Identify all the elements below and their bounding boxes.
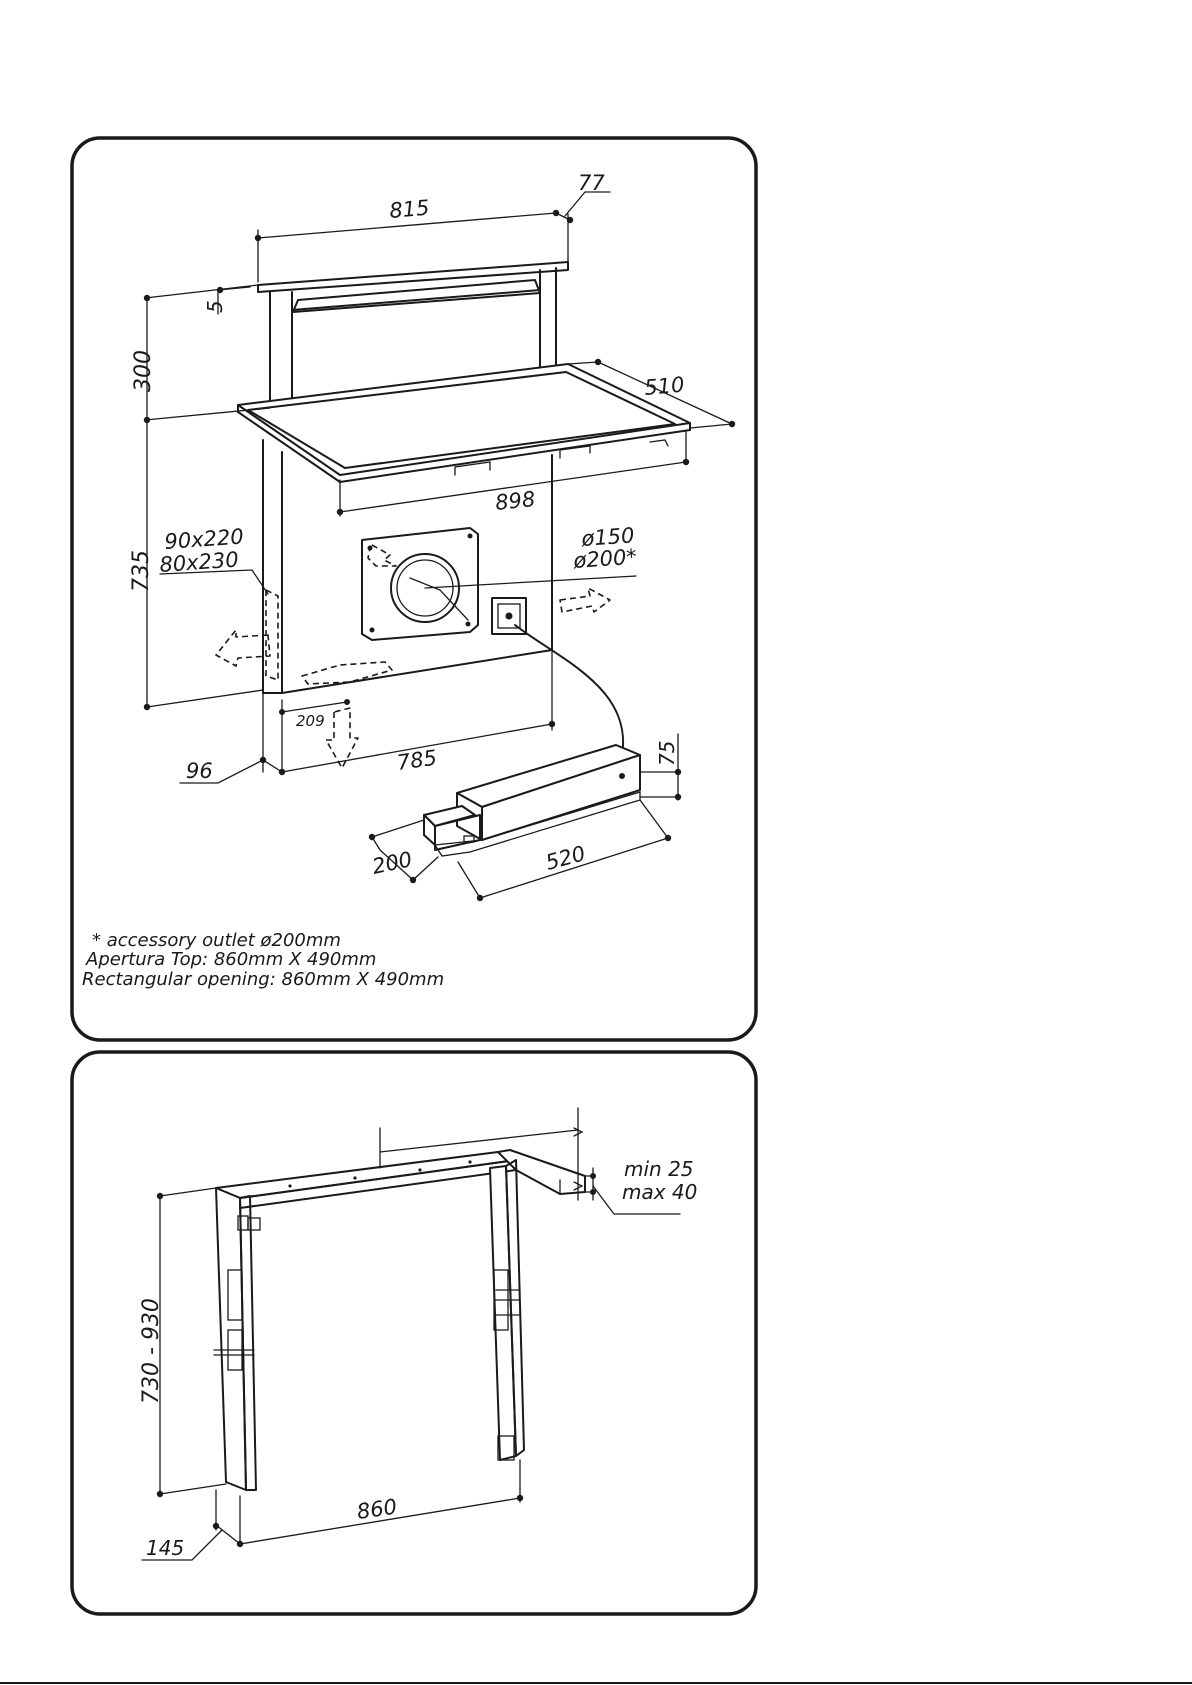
dim-height-range: 730 - 930 — [139, 1298, 164, 1404]
dim-510: 510 — [643, 373, 685, 400]
arrow-right-icon — [560, 588, 610, 612]
dim-max-40: max 40 — [622, 1180, 697, 1204]
dim-145: 145 — [146, 1536, 184, 1560]
dim-898: 898 — [494, 487, 536, 515]
power-cable — [515, 625, 623, 765]
dim-min-25: min 25 — [624, 1157, 694, 1181]
airflow-arrows — [216, 545, 610, 768]
top-panel: 815 77 5 300 510 898 735 90x220 80x230 ø… — [72, 138, 756, 1040]
note-apertura-top: Apertura Top: 860mm X 490mm — [85, 949, 376, 970]
dim-opening-b: 80x230 — [159, 548, 240, 577]
hood-body — [263, 440, 552, 693]
dim-75: 75 — [655, 741, 679, 766]
dim-300: 300 — [131, 350, 156, 392]
note-rectangular-opening: Rectangular opening: 860mm X 490mm — [82, 969, 444, 990]
dim-520: 520 — [543, 841, 588, 875]
bottom-panel-frame — [72, 1052, 756, 1614]
dim-77: 77 — [578, 171, 605, 195]
mounting-frame — [214, 1150, 585, 1490]
dim-209: 209 — [296, 712, 325, 730]
bottom-panel: 730 - 930 min 25 max 40 145 860 — [72, 1052, 756, 1614]
dim-5: 5 — [203, 300, 227, 313]
note-accessory-outlet: * accessory outlet ø200mm — [92, 930, 341, 951]
dim-outlet-b: ø200* — [572, 545, 638, 573]
dim-815: 815 — [388, 196, 430, 223]
dim-96: 96 — [186, 759, 213, 783]
hood-worktop-frame — [238, 364, 690, 482]
dim-200: 200 — [370, 847, 414, 879]
arrow-left-icon — [216, 630, 270, 666]
dim-735: 735 — [129, 550, 154, 592]
motor-unit — [424, 745, 640, 856]
outlet-plate — [362, 528, 478, 640]
dim-785: 785 — [395, 746, 438, 775]
